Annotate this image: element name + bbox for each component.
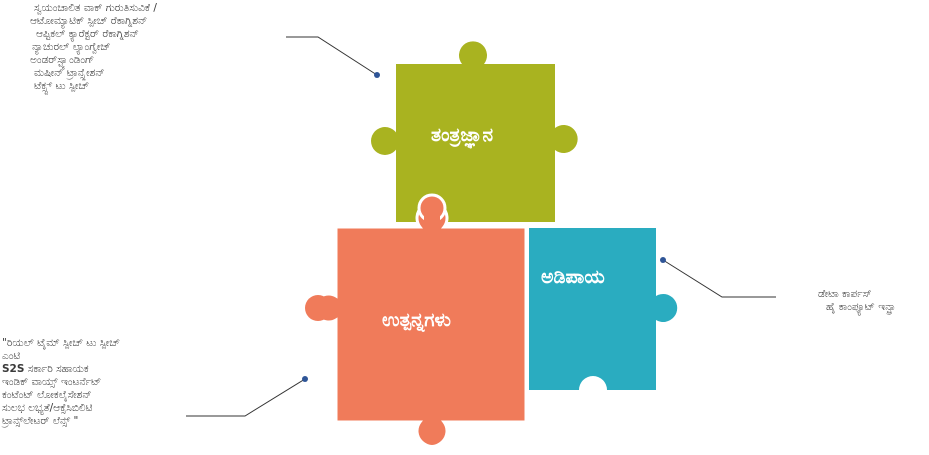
products-piece [305,193,528,448]
connector-products [186,376,308,417]
connector-base [660,257,776,298]
products-note-line: ಎಂಟಿ [2,350,21,362]
technology-left-knob-neck [383,134,397,148]
base-note-line: ಹೈ ಕಾಂಪ್ಯೂಟ್ ಇನ್ಫ್ರಾ [826,301,896,313]
base-piece-shape [529,228,678,390]
base-note-line: ಡೇಟಾ ಕಾರ್ಪಸ್ [818,288,872,300]
technology-piece [371,41,578,222]
technology-piece-shape [396,41,578,222]
base-note: ಡೇಟಾ ಕಾರ್ಪಸ್ ಹೈ ಕಾಂಪ್ಯೂಟ್ ಇನ್ಫ್ರಾ [818,288,896,314]
base-top-cutout [591,228,593,230]
technology-note-line: ಆಪ್ಟಿಕಲ್ ಕ್ಯಾರೆಕ್ಟರ್ ರೆಕಾಗ್ನಿಶನ್ [36,28,139,40]
products-label: ಉತ್ಪನ್ನಗಳು [382,309,451,331]
products-note-line: "ರಿಯಲ್ ಟೈಮ್ ಸ್ಪೀಚ್ ಟು ಸ್ಪೀಚ್ [2,337,120,349]
products-top-knob-neck [424,215,440,229]
products-bottom-knob-neck [426,420,438,430]
base-label: ಅಡಿಪಾಯ [541,266,605,288]
products-note-line: ಇಂಡಿಕ್ ವಾಯ್ಸ್ ಇಂಟರ್ನೆಟ್ [2,376,102,388]
base-piece [529,228,678,390]
technology-note-line: ಮಷೀನ್ ಟ್ರಾನ್ಸ್ಲೇಶನ್ [34,67,105,79]
products-note-line: S2S ಸರ್ಕಾರಿ ಸಹಾಯಕ [2,363,120,376]
connector-base-dot [660,257,666,263]
products-note-line: ಟ್ರಾನ್ಸ್‌ಲೇಟರ್ ಲೆನ್ಸ್ " [2,415,79,427]
products-left-knob-neck [322,301,338,315]
products-note-text: ಸರ್ಕಾರಿ ಸಹಾಯಕ [27,363,89,375]
technology-note: ಸ್ವಯಂಚಾಲಿತ ವಾಕ್ ಗುರುತಿಸುವಿಕೆ / ಆಟೋಮ್ಯಾಟಿ… [30,2,157,93]
technology-label: ತಂತ್ರಜ್ಞಾನ [431,124,494,146]
connector-technology [286,36,380,78]
products-note-s2s: S2S [2,363,25,375]
connector-products-dot [302,376,308,382]
products-note: "ರಿಯಲ್ ಟೈಮ್ ಸ್ಪೀಚ್ ಟು ಸ್ಪೀಚ್ ಎಂಟಿ S2S ಸರ… [2,337,120,428]
technology-note-line: ಅಂಡರ್‌ಸ್ಟ್ಯಾಂಡಿಂಗ್ [30,54,95,66]
technology-note-line: ಆಟೋಮ್ಯಾಟಿಕ್ ಸ್ಪೀಚ್ ರೆಕಾಗ್ನಿಶನ್ [30,15,148,27]
connector-technology-dot [374,72,380,78]
technology-note-line: ಸ್ವಯಂಚಾಲಿತ ವಾಕ್ ಗುರುತಿಸುವಿಕೆ / [34,2,157,14]
technology-note-line: ನ್ಯಾಚುರಲ್ ಲ್ಯಾಂಗ್ವೇಜ್ [32,41,111,53]
products-note-line: ಸುಲಭ ಲಭ್ಯತೆ/ಆಕ್ಸೆಸಿಬಿಲಿಟಿ [2,402,93,414]
products-note-line: ಕಂಟೆಂಟ್ ಲೋಕಲೈಸೇಶನ್ [2,389,92,401]
technology-note-line: ಟೆಕ್ಸ್ಟ್ ಟು ಸ್ಪೀಚ್ [34,80,89,92]
